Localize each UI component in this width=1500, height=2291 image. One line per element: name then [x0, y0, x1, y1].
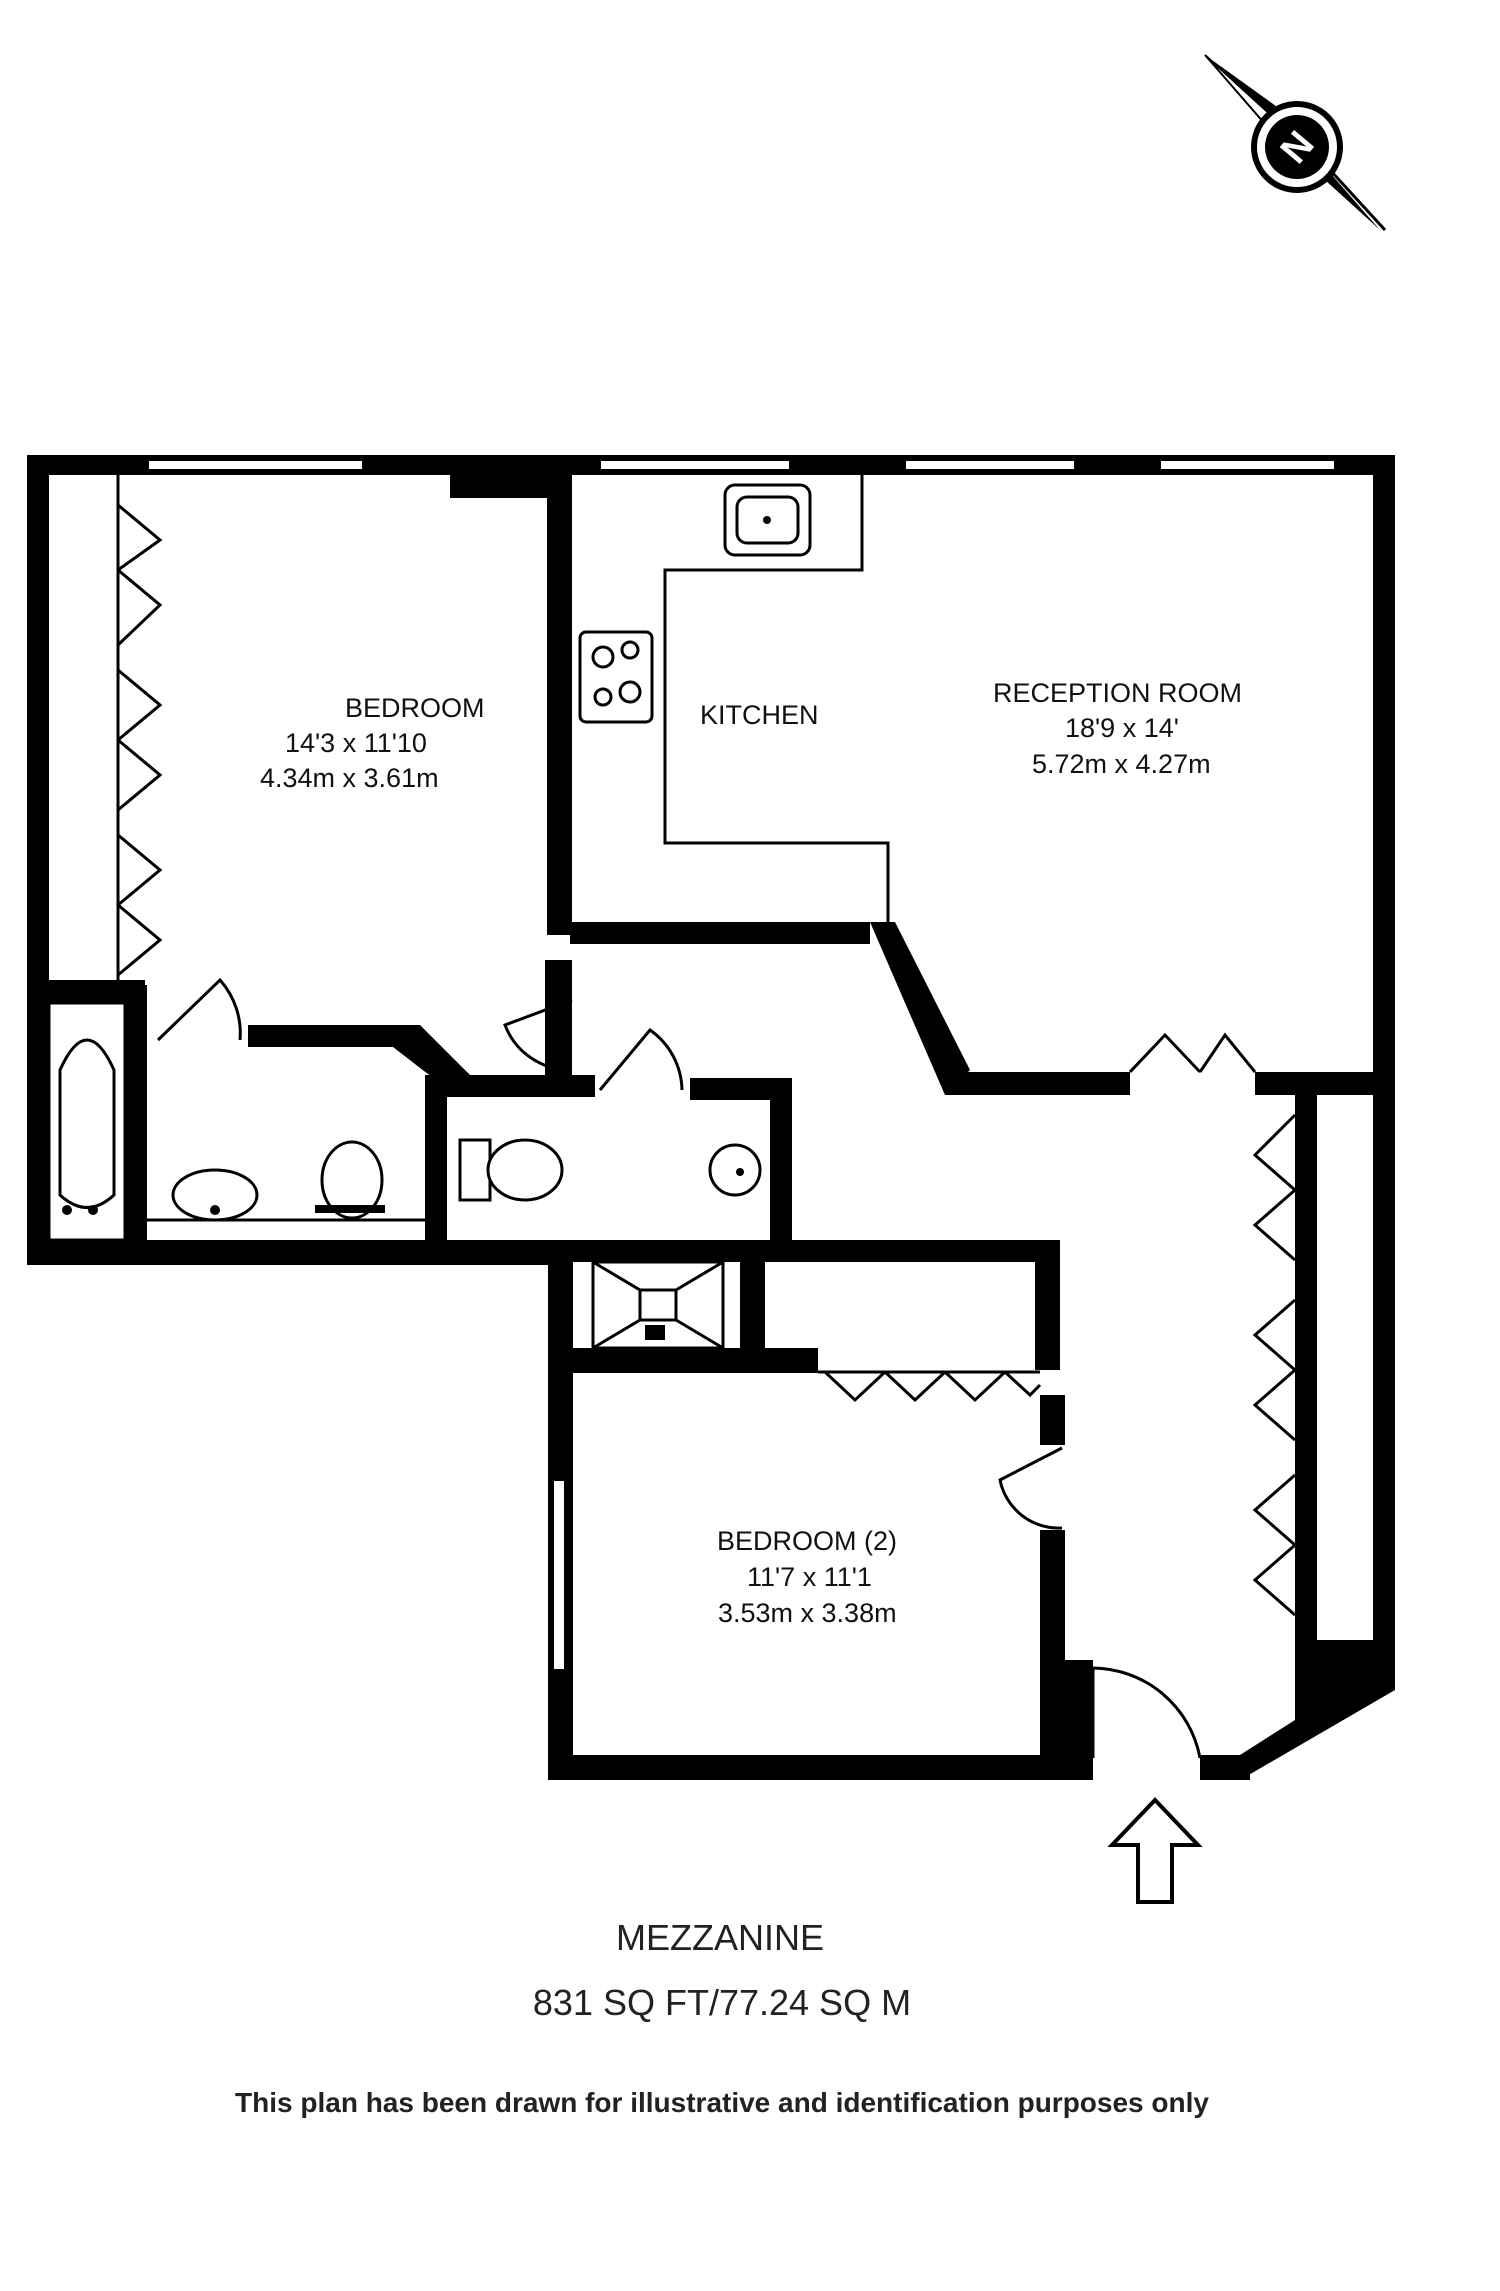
wc-fixtures: [458, 1138, 762, 1202]
room-kitchen: KITCHEN: [700, 700, 819, 730]
room-imperial: 14'3 x 11'10: [285, 728, 427, 758]
room-name: BEDROOM (2): [717, 1526, 897, 1556]
disclaimer-text: This plan has been drawn for illustrativ…: [235, 2087, 1209, 2118]
room-name: BEDROOM: [345, 693, 485, 723]
room-name: RECEPTION ROOM: [993, 678, 1242, 708]
door-swings: [156, 977, 1257, 1759]
room-metric: 5.72m x 4.27m: [1032, 749, 1211, 779]
north-compass-icon: N: [1204, 54, 1387, 232]
walls: [27, 455, 1395, 1780]
room-metric: 3.53m x 3.38m: [718, 1598, 897, 1628]
windows: [147, 459, 1336, 1671]
shower-fixture: [591, 1260, 725, 1350]
bathroom-fixtures: [47, 1001, 425, 1242]
floor-name: MEZZANINE: [616, 1917, 824, 1958]
room-bedroom2: BEDROOM (2) 11'7 x 11'1 3.53m x 3.38m: [717, 1526, 897, 1628]
room-bedroom: BEDROOM 14'3 x 11'10 4.34m x 3.61m: [260, 693, 485, 793]
room-imperial: 11'7 x 11'1: [747, 1562, 872, 1592]
bedroom2-wardrobe: [818, 1370, 1042, 1403]
floor-area: 831 SQ FT/77.24 SQ M: [533, 1982, 911, 2023]
bedroom-wardrobe: [116, 475, 163, 980]
kitchen-counter: [578, 475, 890, 922]
room-imperial: 18'9 x 14': [1065, 713, 1179, 743]
room-reception: RECEPTION ROOM 18'9 x 14' 5.72m x 4.27m: [993, 678, 1242, 779]
hall-storage-doors: [1252, 1113, 1297, 1617]
room-name: KITCHEN: [700, 700, 819, 730]
room-metric: 4.34m x 3.61m: [260, 763, 439, 793]
entrance-arrow-icon: [1107, 1797, 1203, 1904]
